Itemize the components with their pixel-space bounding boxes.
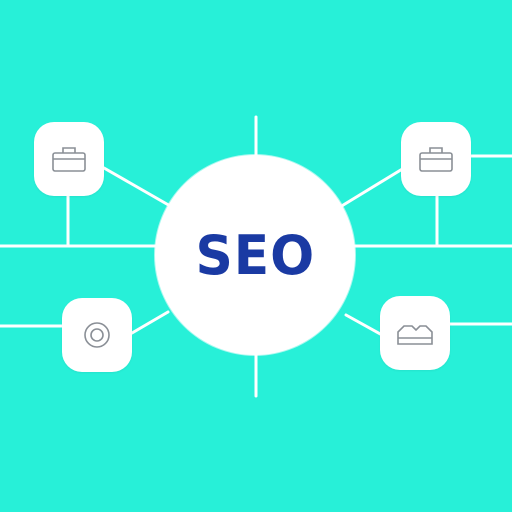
seo-hub: SEO [155,155,355,355]
diagonal-line-top-left [102,166,174,209]
diagonal-line-bottom-left [130,310,170,335]
diagonal-line-bottom-right [344,313,384,337]
diagonal-line-top-right [338,166,406,209]
briefcase-icon [52,147,86,172]
node-top-right [401,122,471,196]
node-bottom-right [380,296,450,370]
node-bottom-left [62,298,132,372]
bag-icon [397,325,433,345]
target-icon [84,322,110,348]
hub-label: SEO [195,223,315,287]
node-top-left [34,122,104,196]
briefcase-icon [419,147,453,172]
